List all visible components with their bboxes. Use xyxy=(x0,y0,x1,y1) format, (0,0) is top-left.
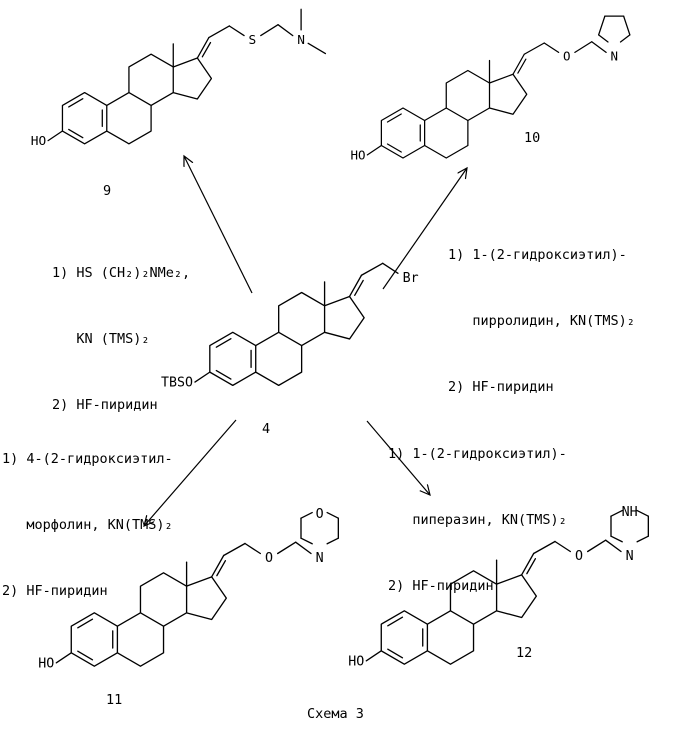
conditions-to-10: 1) 1-(2-гидроксиэтил)- пирролидин, KN(TM… xyxy=(448,200,635,442)
ring-nh-label: NH xyxy=(622,505,638,520)
structure-11-drawing: HO O N O xyxy=(38,507,340,672)
structure-10-drawing: HO O N xyxy=(350,15,631,162)
ring-oxygen-label: O xyxy=(316,507,324,522)
ether-oxygen-label: O xyxy=(563,49,571,64)
reaction-arrow-to-11 xyxy=(144,419,237,526)
structure-compound-10: HO O N xyxy=(338,8,638,172)
condition-line: 1) 4-(2-гидроксиэтил- xyxy=(2,451,173,467)
condition-line: морфолин, KN(TMS)₂ xyxy=(2,517,173,533)
structure-compound-11: HO O N O xyxy=(25,498,345,681)
structure-12-drawing: HO O N NH xyxy=(348,505,650,670)
tbso-label: TBSO xyxy=(161,376,193,391)
condition-line: 1) 1-(2-гидроксиэтил)- xyxy=(448,247,627,263)
compound-9-number: 9 xyxy=(103,183,112,199)
bromine-label: Br xyxy=(403,271,419,286)
reaction-arrow-to-9 xyxy=(184,156,253,294)
structure-compound-12: HO O N NH xyxy=(335,496,655,679)
scheme-title: Схема 3 xyxy=(307,706,364,722)
condition-line: 1) HS (CH₂)₂NMe₂, xyxy=(52,265,191,281)
condition-line: пиперазин, KN(TMS)₂ xyxy=(388,512,567,528)
compound-12-number: 12 xyxy=(516,645,533,661)
condition-line: 2) HF-пиридин xyxy=(2,583,108,599)
compound-4-number: 4 xyxy=(262,421,271,437)
compound-10-number: 10 xyxy=(524,130,541,146)
condition-line: 2) HF-пиридин xyxy=(388,578,494,594)
conditions-to-12: 1) 1-(2-гидроксиэтил)- пиперазин, KN(TMS… xyxy=(388,399,567,641)
structure-compound-4: TBSO Br xyxy=(145,258,432,400)
hydroxyl-label: HO xyxy=(348,655,364,670)
condition-line: KN (TMS)₂ xyxy=(52,331,150,347)
amine-nitrogen-label: N xyxy=(297,33,305,48)
condition-line: 2) HF-пиридин xyxy=(448,379,554,395)
hydroxyl-label: HO xyxy=(31,134,46,149)
sulfur-atom-label: S xyxy=(249,33,257,48)
condition-line: 1) 1-(2-гидроксиэтил)- xyxy=(388,446,567,462)
reaction-arrow-to-10 xyxy=(382,168,467,290)
condition-line: 2) HF-пиридин xyxy=(52,397,158,413)
amine-nitrogen-label: N xyxy=(610,49,618,64)
ether-oxygen-label: O xyxy=(265,551,273,566)
amine-nitrogen-label: N xyxy=(626,549,634,564)
structure-9-drawing: HO S N xyxy=(31,8,327,149)
hydroxyl-label: HO xyxy=(350,147,365,162)
hydroxyl-label: HO xyxy=(38,657,54,672)
condition-line: пирролидин, KN(TMS)₂ xyxy=(448,313,635,329)
reaction-arrow-to-12 xyxy=(366,420,430,495)
conditions-to-11: 1) 4-(2-гидроксиэтил- морфолин, KN(TMS)₂… xyxy=(2,404,173,646)
ether-oxygen-label: O xyxy=(575,549,583,564)
compound-11-number: 11 xyxy=(106,692,123,708)
structure-compound-9: HO S N xyxy=(18,8,328,153)
conditions-to-9: 1) HS (CH₂)₂NMe₂, KN (TMS)₂ 2) HF-пириди… xyxy=(52,218,190,460)
structure-4-drawing: TBSO Br xyxy=(161,262,419,391)
amine-nitrogen-label: N xyxy=(316,551,324,566)
